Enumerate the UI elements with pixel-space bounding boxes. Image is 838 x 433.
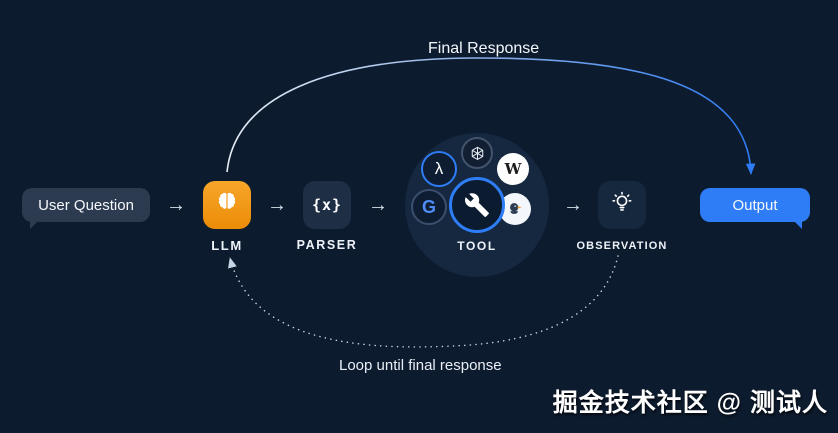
arrow-right-icon: → — [368, 194, 388, 216]
output-bubble: Output — [700, 188, 810, 229]
arrow-right-icon: → — [563, 194, 583, 216]
wikipedia-icon: W — [497, 153, 529, 185]
parser-label: PARSER — [296, 238, 358, 252]
llm-node — [203, 181, 251, 229]
loop-label: Loop until final response — [339, 357, 502, 374]
google-icon: G — [411, 189, 447, 225]
arrow-right-icon: → — [267, 194, 287, 216]
tool-cluster: λ W G — [405, 133, 549, 277]
brain-icon — [213, 189, 241, 222]
arrow-right-icon: → — [166, 194, 186, 216]
user-question-bubble: User Question — [22, 188, 150, 229]
llm-label: LLM — [211, 238, 243, 253]
output-label: Output — [732, 196, 778, 214]
observation-label: OBSERVATION — [576, 240, 668, 252]
lightbulb-icon — [609, 190, 635, 221]
wrench-icon — [449, 177, 505, 233]
lambda-icon: λ — [421, 151, 457, 187]
tool-label: TOOL — [457, 239, 497, 253]
parser-node: {x} — [303, 181, 351, 229]
curly-braces-x-icon: {x} — [311, 196, 343, 214]
final-response-label: Final Response — [428, 40, 540, 57]
openai-icon — [461, 137, 493, 169]
watermark: 掘金技术社区 @ 测试人 — [552, 389, 828, 417]
user-question-label: User Question — [38, 196, 134, 214]
observation-node — [598, 181, 646, 229]
loop-curve — [228, 255, 619, 348]
